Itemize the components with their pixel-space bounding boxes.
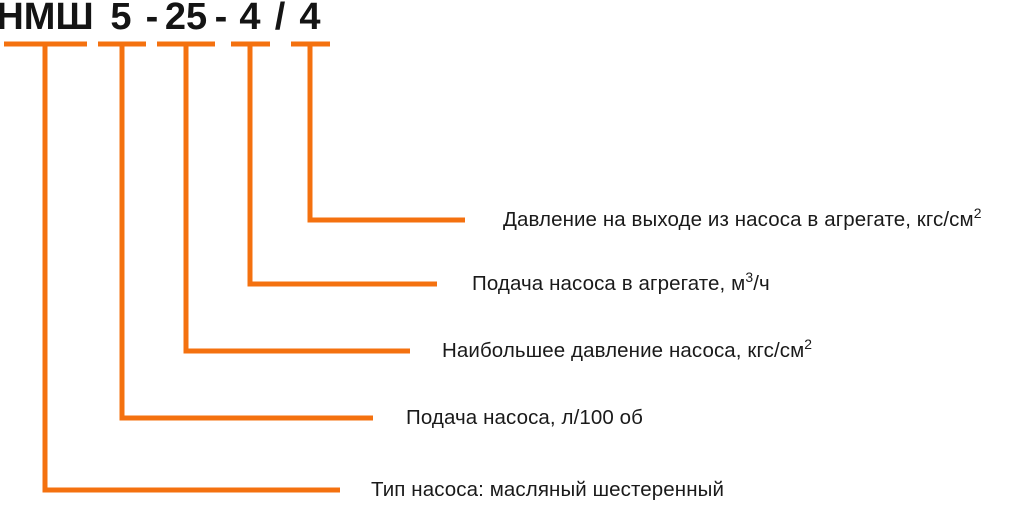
designation-part-4: - bbox=[214, 0, 228, 38]
designation-part-2: - bbox=[145, 0, 159, 38]
callout-label-pump-flow: Подача насоса, л/100 об bbox=[406, 406, 644, 429]
designation-part-0: НМШ bbox=[0, 0, 94, 38]
callout-label-pump-type: Тип насоса: масляный шестеренный bbox=[371, 478, 725, 501]
unit-exponent-flow-unit: 3 bbox=[745, 269, 754, 286]
designation-part-3: 25 bbox=[164, 0, 208, 38]
designation-part-6: / bbox=[274, 0, 286, 38]
designation-part-5: 4 bbox=[239, 0, 261, 38]
callout-label-pressure-outlet-unit: Давление на выходе из насоса в агрегате,… bbox=[503, 205, 982, 231]
designation-part-1: 5 bbox=[110, 0, 132, 38]
unit-exponent-pressure-outlet-unit: 2 bbox=[973, 205, 982, 222]
designation-part-7: 4 bbox=[299, 0, 321, 38]
callout-label-flow-unit: Подача насоса в агрегате, м3/ч bbox=[472, 269, 770, 295]
unit-exponent-max-pressure: 2 bbox=[804, 336, 813, 353]
callout-label-max-pressure: Наибольшее давление насоса, кгс/см2 bbox=[442, 336, 813, 362]
